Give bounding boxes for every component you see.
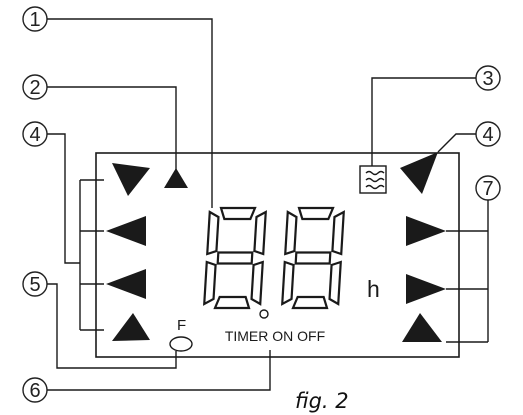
arrow-left-icon xyxy=(106,216,146,246)
segment-upper-right xyxy=(331,210,345,256)
segment-bottom xyxy=(213,295,251,310)
callout-7: 7 xyxy=(475,175,501,201)
callout-4-left: 4 xyxy=(22,121,48,147)
segment-bottom xyxy=(291,295,329,310)
left-arrow-group xyxy=(106,163,188,341)
leader-line-4-left xyxy=(47,133,80,264)
decimal-dot xyxy=(259,309,269,319)
segment-upper-left xyxy=(206,210,220,256)
segment-upper-left xyxy=(284,210,298,256)
leader-line-3 xyxy=(371,77,476,166)
callout-6: 6 xyxy=(22,377,48,403)
callout-2: 2 xyxy=(22,74,48,100)
callout-3: 3 xyxy=(475,65,501,91)
segment-lower-left xyxy=(281,260,295,306)
digit-1 xyxy=(203,206,267,310)
callout-4-left-label: 4 xyxy=(29,124,40,146)
callout-1-label: 1 xyxy=(29,9,40,31)
fahrenheit-mark: F xyxy=(177,317,186,334)
leader-lines xyxy=(47,18,489,391)
arrow-down-right-icon xyxy=(112,163,150,196)
segment-top xyxy=(297,206,335,221)
timer-label: TIMER ON OFF xyxy=(225,328,325,344)
leader-line-2 xyxy=(47,86,177,170)
segment-lower-right xyxy=(328,260,342,306)
callout-2-label: 2 xyxy=(29,77,40,99)
callout-4-right-label: 4 xyxy=(482,124,493,146)
segment-top xyxy=(219,206,257,221)
segment-middle xyxy=(216,251,254,265)
callout-4-right: 4 xyxy=(475,121,501,147)
callout-6-label: 6 xyxy=(29,380,40,402)
digit-readout: 88 xyxy=(0,0,2,1)
segment-middle xyxy=(294,251,332,265)
indicator-oval xyxy=(169,336,193,352)
segment-lower-right xyxy=(250,260,264,306)
leader-line-5 xyxy=(47,283,177,369)
hours-unit: h xyxy=(367,276,380,302)
leader-line-6 xyxy=(47,350,271,391)
callout-5: 5 xyxy=(22,271,48,297)
leader-line-4-right xyxy=(437,133,476,153)
callout-5-label: 5 xyxy=(29,274,40,296)
arrow-left-icon xyxy=(106,269,146,299)
seven-segment-display xyxy=(203,206,345,310)
segment-lower-left xyxy=(203,260,217,306)
callout-7-label: 7 xyxy=(482,178,493,200)
figure-caption: fig. 2 xyxy=(295,389,349,413)
leader-line-1 xyxy=(47,18,213,208)
arrow-right-icon xyxy=(406,274,446,304)
segment-upper-right xyxy=(253,210,267,256)
arrow-down-left-icon xyxy=(400,152,438,194)
arrow-right-icon xyxy=(406,216,446,246)
heater-waves-icon xyxy=(359,165,387,194)
arrow-up-icon xyxy=(164,168,188,188)
arrow-up-right-icon xyxy=(112,313,150,341)
callout-1: 1 xyxy=(22,6,48,32)
lcd-panel-frame xyxy=(95,152,460,358)
right-arrow-group xyxy=(400,152,446,342)
arrow-up-left-icon xyxy=(402,313,442,342)
digit-2 xyxy=(281,206,345,310)
callout-3-label: 3 xyxy=(482,68,493,90)
